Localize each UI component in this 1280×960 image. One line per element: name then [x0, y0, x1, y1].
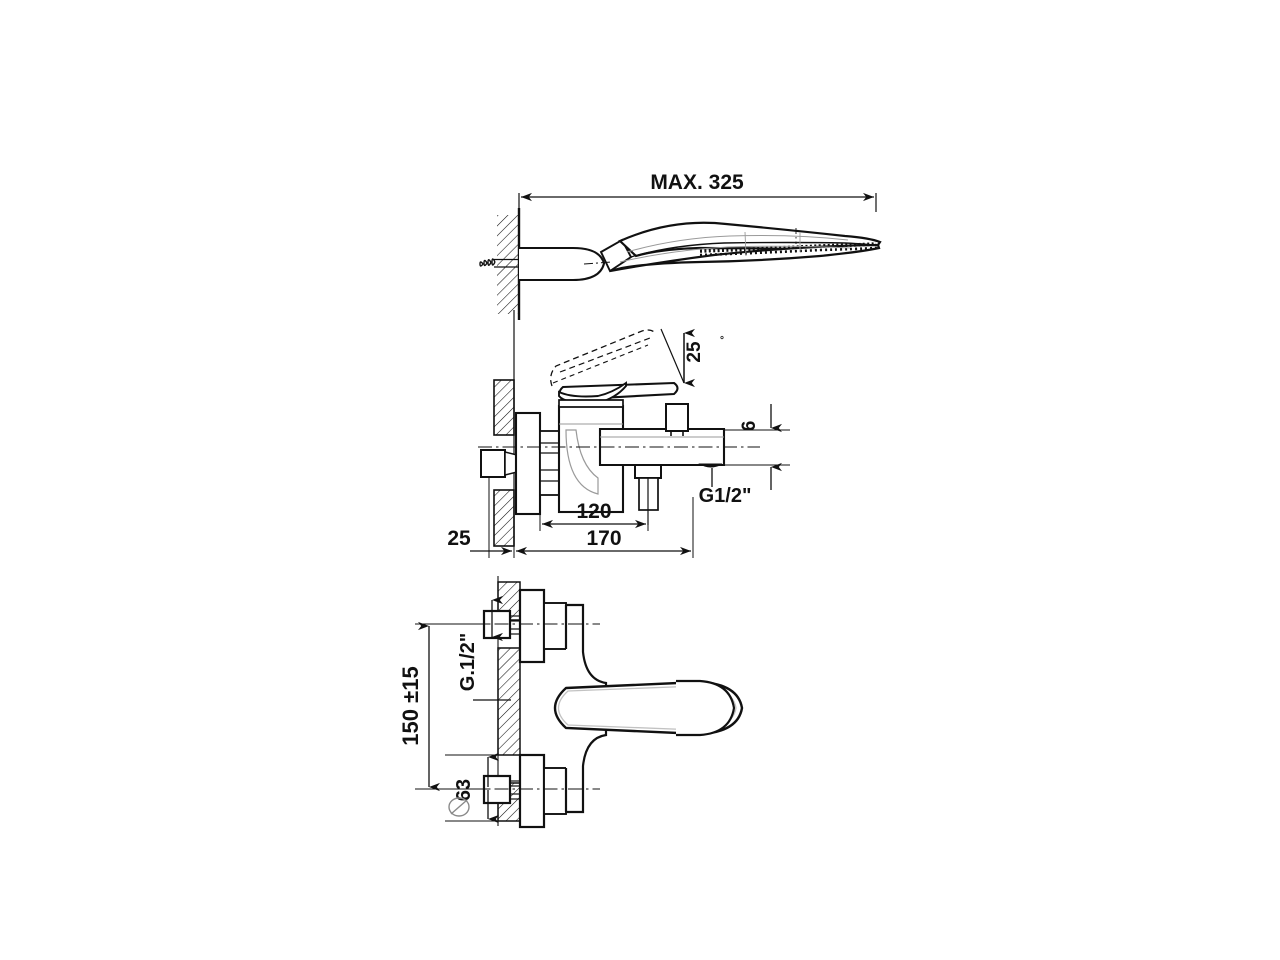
head-inner-contour-2 [619, 245, 851, 263]
dim-label-body-projection: 170 [586, 527, 621, 550]
dimension-inlet-spacing: 150 ±15 [398, 621, 490, 792]
body-inner-shading [565, 429, 599, 495]
wall-hatch-lower [493, 489, 515, 547]
dimension-wall-offset: 25 [447, 478, 512, 558]
handle-cap [676, 679, 736, 737]
shower-outlet-stub [634, 464, 662, 525]
wall-hatch [497, 215, 519, 314]
dim-label-spout-projection: 120 [576, 500, 611, 523]
escutcheon-plate-bottom [518, 753, 546, 829]
dimension-body-projection: 170 [513, 497, 694, 558]
escutcheon-front-bottom [518, 753, 567, 829]
view-hand-shower: MAX. 325 [479, 171, 882, 320]
dim-label-lever-angle-unit: ° [720, 335, 724, 346]
angle-leg-upper [660, 328, 685, 384]
spray-face-stipple-2 [699, 246, 878, 257]
dimension-shower-max-reach: MAX. 325 [518, 171, 877, 212]
wall-hatch-mid [497, 647, 521, 756]
escutcheon-collar [539, 430, 561, 496]
dimension-spout-height: 6 [724, 404, 790, 490]
dimension-lever-angle: 25 ° [660, 328, 724, 388]
dim-label-max-reach: MAX. 325 [650, 171, 744, 194]
wall-middle-view [493, 310, 515, 547]
centre-line-handle [583, 261, 613, 265]
wall-hatch-upper [493, 379, 515, 436]
dim-label-spout-height: 6 [739, 421, 760, 432]
aerator-outlet [698, 463, 723, 468]
dimension-spout-projection: 120 [539, 500, 649, 531]
screw-thread-icon [479, 258, 496, 267]
wall-top-view [497, 208, 521, 320]
phantom-lever-outline [550, 329, 657, 387]
phantom-lever-inner [559, 337, 651, 373]
diameter-circle [448, 797, 470, 817]
handle-outline [519, 246, 606, 282]
escutcheon-front-top [518, 588, 567, 664]
dimension-escutcheon-diameter: 63 [445, 752, 520, 824]
callout-inlet-thread: G.1/2" [457, 595, 511, 701]
diverter-knob [665, 403, 689, 436]
lever-handle-side [558, 381, 679, 408]
view-mixer-front: 150 ±15 63 G.1/2" [398, 576, 744, 829]
shower-head [609, 221, 882, 273]
outlet-collar [634, 464, 662, 479]
escutcheon-collar-top [543, 602, 567, 650]
head-inner-contour-1 [626, 235, 849, 253]
lever-base [558, 399, 624, 408]
diameter-symbol-icon [448, 797, 470, 817]
lever-open-position-phantom [550, 329, 657, 387]
shower-wall-fixing [479, 258, 519, 268]
dim-label-escutcheon-diameter: 63 [453, 779, 475, 801]
escutcheon-side [514, 411, 561, 516]
escutcheon-plate-top [518, 588, 546, 664]
view-mixer-side: 25 ° 6 G1/2" 12 [447, 310, 790, 558]
dim-label-lever-angle: 25 [684, 341, 705, 363]
spout-side [598, 427, 726, 468]
dim-label-inlet-spacing: 150 ±15 [398, 666, 423, 745]
escutcheon-collar-bottom [543, 767, 567, 815]
diameter-slash [450, 799, 468, 815]
escutcheon-body [514, 411, 542, 516]
lever-handle-front [553, 679, 744, 737]
head-rib-1 [744, 231, 747, 257]
dim-label-wall-offset: 25 [447, 527, 471, 550]
shower-handle-body [519, 246, 606, 282]
diverter-body [665, 403, 689, 432]
callout-spout-thread: G1/2" [699, 468, 752, 507]
shower-head-mid-line [630, 241, 880, 258]
callout-label-inlet-thread: G.1/2" [457, 633, 479, 691]
callout-label-spout-thread: G1/2" [699, 485, 752, 507]
union-nut [480, 449, 506, 478]
phantom-lever-lower [552, 344, 649, 384]
